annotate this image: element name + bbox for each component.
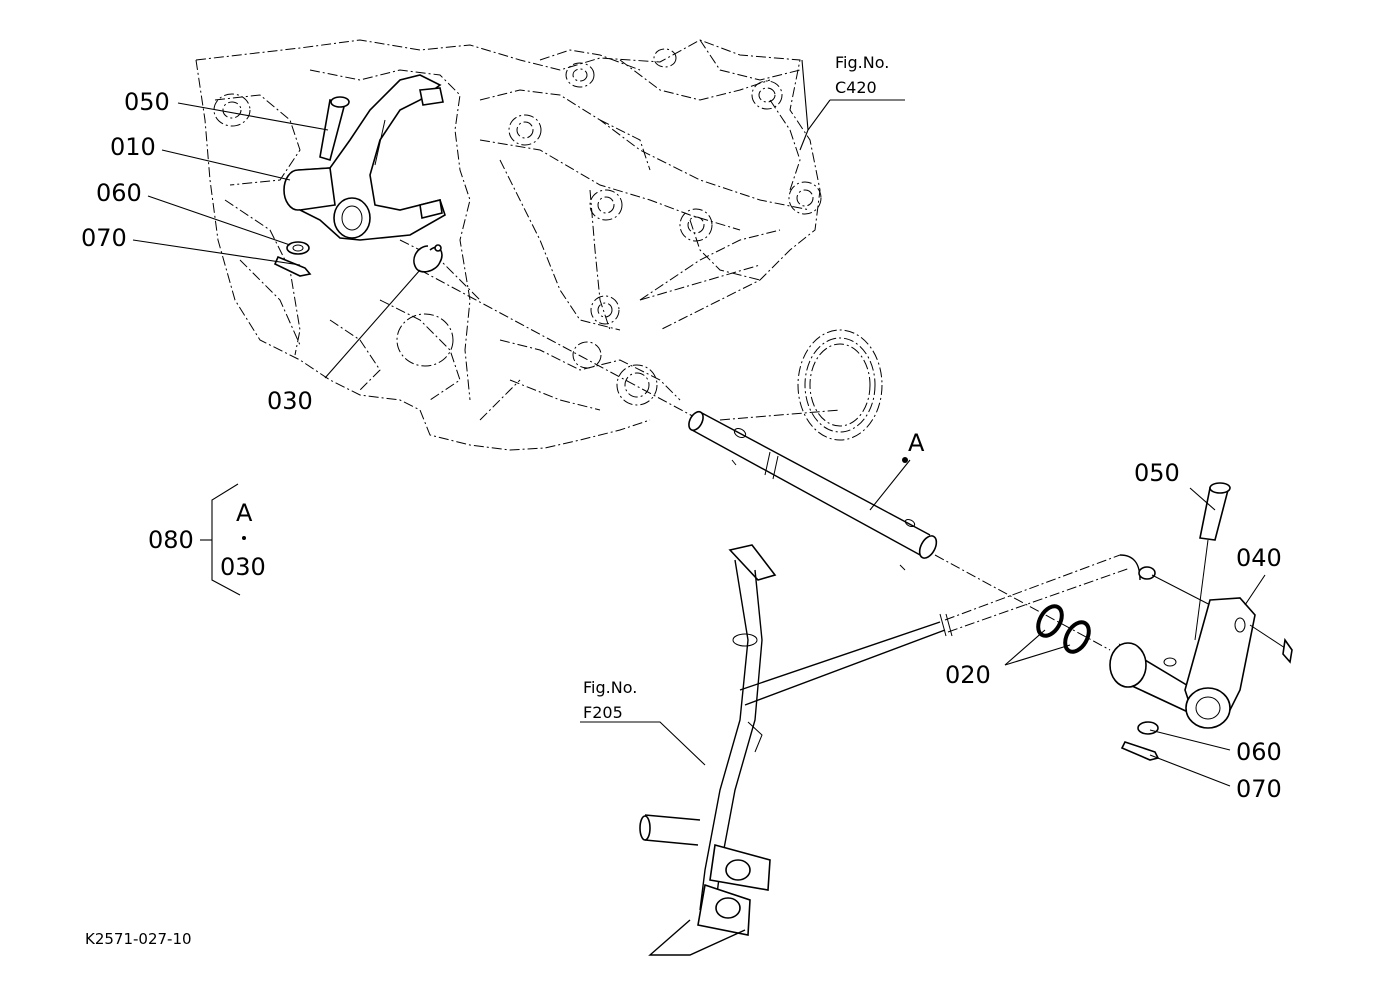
kit-bracket <box>200 483 246 596</box>
kit-number: 080 <box>148 526 194 554</box>
callout-070-upper: 070 <box>81 224 127 252</box>
washer-060-upper <box>286 241 310 255</box>
callout-060-upper: 060 <box>96 179 142 207</box>
shift-arm-040 <box>1109 597 1293 729</box>
callout-060-lower: 060 <box>1236 738 1282 766</box>
pin-050-lower <box>1194 482 1231 641</box>
callout-020: 020 <box>945 661 991 689</box>
fig-ref-f205-prefix: Fig.No. <box>583 678 637 697</box>
fig-ref-f205-code: F205 <box>583 703 623 722</box>
washer-060-lower <box>1137 721 1159 735</box>
snap-ring-030 <box>413 244 443 273</box>
pin-050-upper <box>319 96 350 162</box>
callout-050-lower: 050 <box>1134 459 1180 487</box>
fig-ref-c420-prefix: Fig.No. <box>835 53 889 72</box>
pedal-linkage <box>639 544 1221 956</box>
shift-fork-010 <box>283 74 446 241</box>
kit-letter: A <box>236 499 253 527</box>
o-rings-020 <box>1036 604 1091 654</box>
callout-050-upper: 050 <box>124 88 170 116</box>
shift-shaft <box>419 269 1111 651</box>
callout-070-lower: 070 <box>1236 775 1282 803</box>
cotter-pin-070-upper <box>273 255 312 277</box>
kit-part: 030 <box>220 553 266 581</box>
transmission-case-outline <box>195 39 883 451</box>
cotter-pin-070-lower <box>1120 741 1160 761</box>
callout-a: A <box>908 429 925 457</box>
shaft-dot <box>902 457 908 463</box>
fig-ref-c420-code: C420 <box>835 78 877 97</box>
callout-040: 040 <box>1236 544 1282 572</box>
leader-lines <box>132 59 1266 787</box>
callout-030: 030 <box>267 387 313 415</box>
figure-code: K2571-027-10 <box>85 930 192 948</box>
callout-010: 010 <box>110 133 156 161</box>
